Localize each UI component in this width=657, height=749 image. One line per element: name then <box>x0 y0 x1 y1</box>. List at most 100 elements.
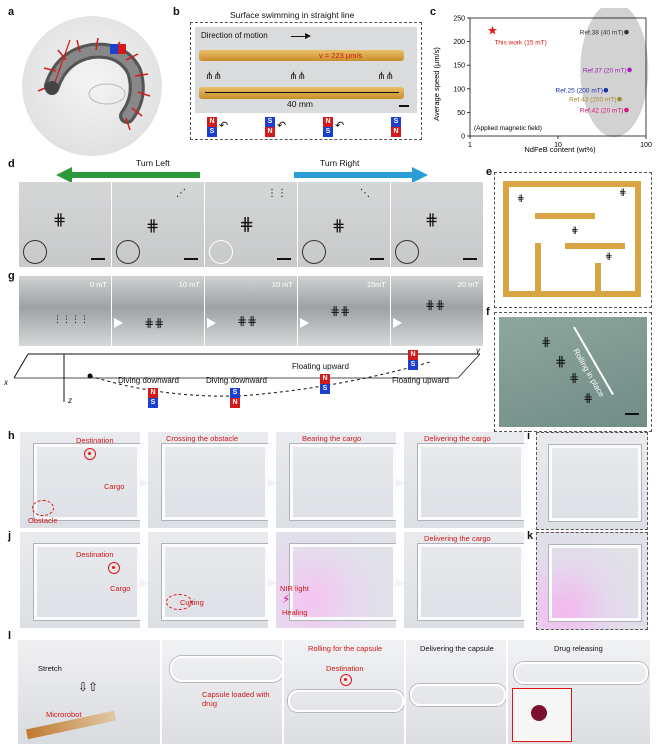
turn-left-label: Turn Left <box>136 158 170 168</box>
field-label: 20 mT <box>457 280 479 289</box>
l-frame-1: Stretch ⇩⇧ Microrobot <box>18 640 162 744</box>
l-frame-5: Drug releasing <box>508 640 652 744</box>
robot-icon: ⋕⋕ <box>237 314 258 328</box>
channel-outline <box>549 545 641 621</box>
obstacle-circle <box>32 500 54 516</box>
y-tick-label: 0 <box>461 134 465 141</box>
rotation-dial-icon <box>23 240 47 264</box>
rotation-dial-icon <box>116 240 140 264</box>
h-bearing-label: Bearing the cargo <box>302 434 362 443</box>
scale-bar <box>370 258 384 260</box>
rotation-dial-icon <box>209 240 233 264</box>
g-axis-y: y <box>476 346 480 355</box>
vessel-outline <box>410 684 506 706</box>
l-frame-4: Delivering the capsule <box>406 640 508 744</box>
channel-outline <box>418 544 524 620</box>
zoom-inset <box>512 688 572 742</box>
robot-icon: ⋕⋕ <box>425 298 446 312</box>
rotation-dial-icon <box>302 240 326 264</box>
data-point <box>624 29 629 35</box>
y-tick-label: 200 <box>453 39 465 46</box>
panel-label-c: c <box>430 6 437 18</box>
h-frame-2: Crossing the obstacle <box>148 432 270 528</box>
data-point-label: This work (15 mT) <box>494 39 546 46</box>
data-point <box>624 107 629 113</box>
e-maze-wall-2 <box>535 243 541 291</box>
destination-target-icon <box>84 448 96 460</box>
data-point <box>627 67 632 73</box>
channel-outline <box>290 544 396 620</box>
chart-marks: ★This work (15 mT)Ref.38 (40 mT)Ref.37 (… <box>487 23 632 115</box>
field-label: 0 mT <box>89 280 107 289</box>
destination-target-icon <box>340 674 352 686</box>
l-microrobot-label: Microrobot <box>46 710 82 719</box>
drug-droplet-icon <box>531 705 547 721</box>
destination-target-icon <box>108 562 120 574</box>
l-stretch-label: Stretch <box>38 664 62 673</box>
g-frame-1: 0 mT⋮⋮⋮⋮ <box>18 276 111 346</box>
g-axis-z: z <box>68 396 72 405</box>
channel-outline <box>162 444 268 520</box>
b-gold-strip-top <box>199 50 404 61</box>
l-capsule-label: Capsule loaded with drug <box>202 690 270 708</box>
reference-region <box>580 8 649 138</box>
e-frame: ⋕ ⋕ ⋕ ⋕ <box>494 172 652 308</box>
channel-outline <box>418 444 524 520</box>
vessel-outline <box>514 662 648 684</box>
chart-ylabel: Average speed (μm/s) <box>432 47 441 121</box>
data-point-label: Ref.38 (40 mT) <box>580 30 624 37</box>
b-frame: Direction of motion v = 223 μm/s ⋔⋔ ⋔⋔ ⋔… <box>190 22 422 140</box>
x-tick-label: 100 <box>640 142 652 149</box>
h-crossing-label: Crossing the obstacle <box>166 434 239 443</box>
speed-vs-ndfeb-chart: Average speed (μm/s) NdFeB content (wt%)… <box>432 8 652 154</box>
b-direction-arrowhead <box>305 33 311 39</box>
e-robot-2: ⋕ <box>571 225 579 235</box>
e-robot-3: ⋕ <box>605 251 613 261</box>
field-label: 10 mT <box>271 280 293 289</box>
robot-icon: ⋕ <box>332 218 346 235</box>
j-healing-label: Healing <box>282 608 308 617</box>
b-rotate-arrow-3: ↶ <box>335 120 345 132</box>
y-tick-label: 100 <box>453 86 465 93</box>
l-destination-label: Destination <box>326 664 364 673</box>
panel-label-f: f <box>486 306 490 318</box>
k-frame <box>536 532 648 630</box>
g-3d-schematic <box>13 353 481 402</box>
e-maze-wall-4 <box>595 263 601 291</box>
j-frame-3: NIR light ⚡ Healing <box>276 532 398 628</box>
turn-left-arrow <box>70 172 200 178</box>
channel-outline <box>34 544 140 620</box>
centipede-illustration <box>22 16 162 156</box>
scale-bar <box>184 258 198 260</box>
channel-outline <box>34 444 140 520</box>
y-tick-label: 50 <box>457 110 465 117</box>
vessel-outline <box>170 656 282 682</box>
h-frame-4: Delivering the cargo <box>404 432 526 528</box>
data-point-star: ★ <box>487 23 498 37</box>
panel-label-a: a <box>8 6 15 18</box>
g-frame-3: 10 mT ⋕⋕ <box>204 276 297 346</box>
channel-outline <box>290 444 396 520</box>
b-robot-1: ⋔⋔ <box>205 71 222 82</box>
x-tick-label: 10 <box>554 142 562 149</box>
b-robot-2: ⋔⋔ <box>289 71 306 82</box>
turn-right-arrowhead <box>412 167 428 183</box>
data-point <box>617 96 622 102</box>
turn-right-arrow <box>294 172 414 178</box>
d-frame-1: ⋕ <box>18 182 111 267</box>
trajectory-icon: ⋮⋮ <box>267 188 287 199</box>
h-frame-3: Bearing the cargo <box>276 432 398 528</box>
j-frame-1: Destination Cargo <box>20 532 142 628</box>
g-stage-1: Diving downward <box>118 376 179 385</box>
d-frame-4: ⋕⋱ <box>297 182 390 267</box>
f-frame: ⋕ ⋕ ⋕ ⋕ Rolling in place <box>494 312 652 432</box>
f-robot-4: ⋕ <box>583 391 594 405</box>
trajectory-icon: ⋱ <box>360 188 370 199</box>
g-step-arrow-3 <box>300 318 309 328</box>
g-frame-4: 15mT⋕⋕ <box>297 276 390 346</box>
j-destination-label: Destination <box>76 550 114 559</box>
cutting-circle <box>166 594 192 610</box>
turn-right-label: Turn Right <box>320 158 360 168</box>
